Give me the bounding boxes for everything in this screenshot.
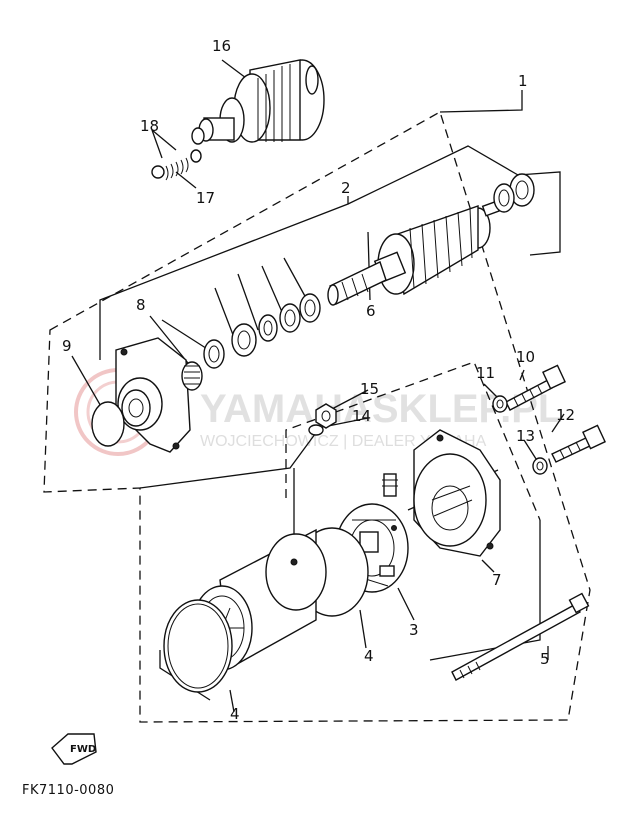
rear-cover [382, 429, 501, 557]
callout-8: 8 [136, 296, 146, 314]
callout-4-gasket: 4 [230, 705, 240, 723]
callout-10: 10 [516, 348, 535, 366]
callout-18: 18 [140, 117, 159, 135]
end-gasket [163, 599, 233, 693]
callout-17: 17 [196, 189, 215, 207]
front-bracket [115, 337, 203, 453]
pinion-gear-assembly [191, 59, 325, 145]
forward-arrow-icon: FWD [51, 733, 97, 765]
drawing-code: FK7110-0080 [22, 783, 114, 798]
o-ring [91, 401, 125, 447]
callout-2: 2 [341, 179, 351, 197]
leader-lines [71, 59, 565, 713]
callout-9: 9 [62, 337, 72, 355]
callout-12: 12 [556, 406, 575, 424]
spring-and-washers [151, 149, 202, 181]
callout-6: 6 [366, 302, 376, 320]
callout-16: 16 [212, 37, 231, 55]
callout-1: 1 [518, 72, 528, 90]
callout-13: 13 [516, 427, 535, 445]
washer-stack [203, 173, 535, 369]
armature [327, 200, 501, 306]
watermark-dealer: WOJCIECHOWICZ | DEALER YAMAHA [200, 433, 487, 450]
callout-15: 15 [360, 380, 379, 398]
callout-5: 5 [540, 650, 550, 668]
fwd-label: FWD [70, 744, 96, 755]
callout-4-yoke: 4 [364, 647, 374, 665]
bolts-and-washers [492, 364, 606, 475]
watermark-brand: YAMAHASKLEP.PL [200, 387, 562, 431]
callout-7: 7 [492, 571, 502, 589]
through-bolt [451, 592, 590, 681]
callout-labels: 1 2 3 4 4 5 6 7 8 9 10 11 12 13 14 15 16… [62, 37, 575, 723]
end-gasket-inner [167, 603, 229, 689]
terminal-nut-and-washer [308, 403, 337, 436]
callout-14: 14 [352, 407, 371, 425]
cover-boundary-outline [285, 361, 541, 521]
callout-3: 3 [409, 621, 419, 639]
assembly-boundary-outline [43, 111, 591, 723]
callout-11: 11 [476, 364, 495, 382]
